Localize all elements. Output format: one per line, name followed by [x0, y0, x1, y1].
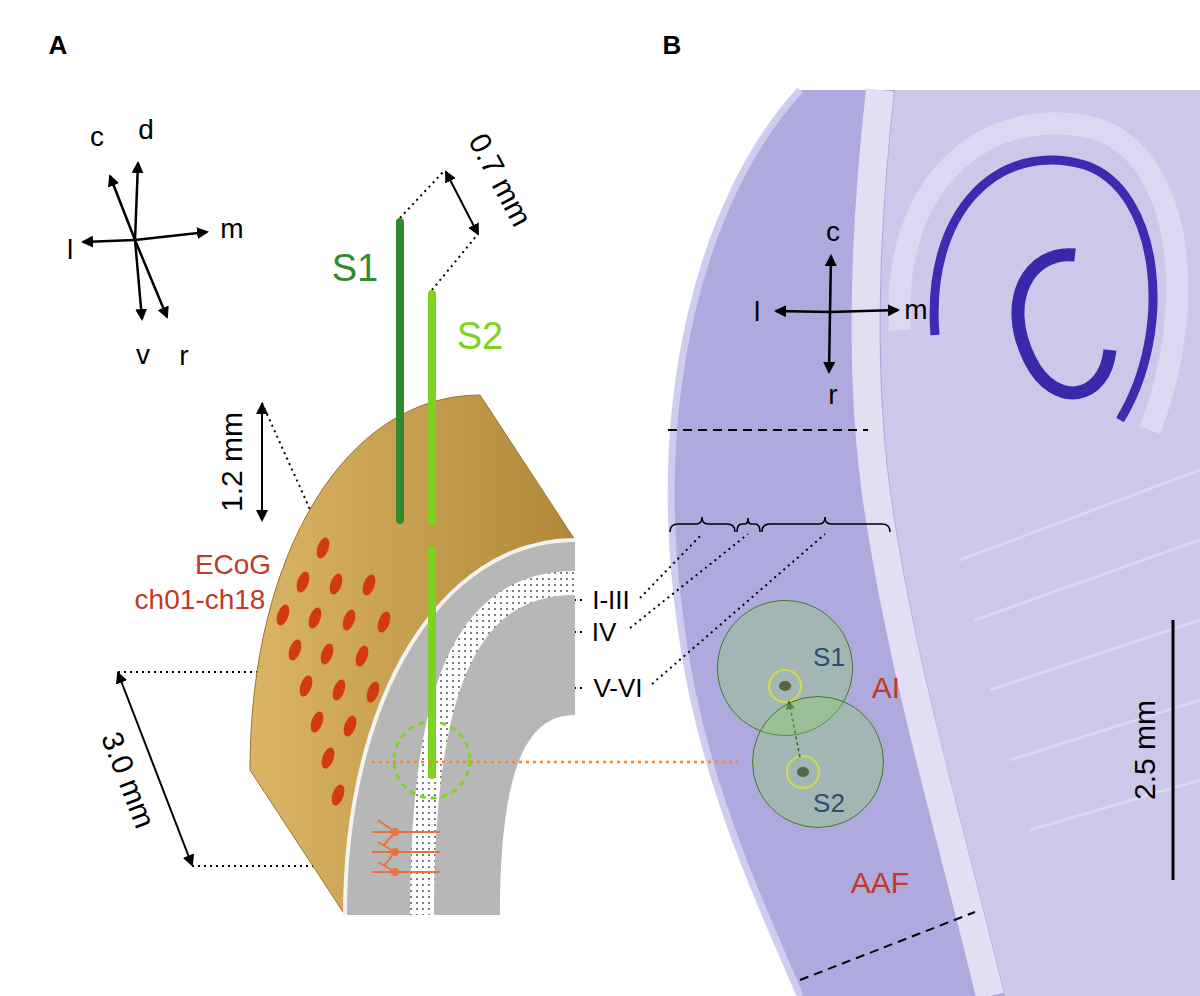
- dimension-leader: [640, 534, 702, 598]
- orientation-arrows: [110, 176, 135, 240]
- correspondence-line: [372, 761, 738, 764]
- probe-name: S1: [332, 249, 378, 287]
- neuron-sketch: [372, 820, 440, 875]
- area-label: AI: [872, 673, 900, 703]
- orientation-letter: r: [828, 381, 837, 409]
- ecog-electrode: [274, 603, 292, 627]
- orientation-letter: r: [179, 342, 188, 370]
- dimension-label: 0.7 mm: [463, 129, 536, 231]
- orientation-letter: v: [136, 341, 150, 369]
- layer-label: V-VI: [593, 675, 642, 701]
- orientation-arrows: [830, 310, 898, 312]
- ecog-electrode: [330, 678, 348, 702]
- layer-brace: [737, 518, 760, 532]
- neuron-sketch: [392, 869, 398, 875]
- ecog-electrode: [314, 536, 332, 560]
- orientation-letter: l: [67, 236, 73, 264]
- ecog-electrode: [360, 573, 378, 597]
- cortex-cut-face: [345, 540, 575, 915]
- nissl-section: [671, 90, 1200, 996]
- dimension-arrow: [446, 172, 478, 234]
- ecog-electrode: [341, 714, 359, 738]
- panel-letter: A: [49, 32, 68, 58]
- ecog-electrode: [294, 570, 312, 594]
- ecog-electrode: [329, 783, 347, 807]
- panel-letter: B: [663, 32, 682, 58]
- nissl-section: [1018, 255, 1110, 393]
- orientation-letter: m: [904, 296, 927, 324]
- ecog-electrode: [319, 746, 337, 770]
- dimension-arrow: [261, 404, 263, 520]
- orientation-arrows: [135, 240, 167, 317]
- layer-brace: [762, 517, 890, 532]
- layer-brace: [670, 517, 735, 532]
- channel-range: ch01-ch18: [135, 586, 266, 614]
- site-name: S1: [813, 644, 845, 670]
- orientation-arrows: [135, 232, 207, 240]
- neuron-sketch: [378, 820, 395, 872]
- orientation-arrows: [776, 256, 898, 372]
- ecog-electrode: [340, 608, 358, 632]
- neuron-sketch: [392, 849, 398, 855]
- array-name: ECoG: [195, 551, 271, 579]
- dimension-leader: [118, 624, 280, 672]
- layer-label: I-III: [592, 587, 630, 613]
- ecog-electrode: [327, 572, 345, 596]
- orientation-letter: l: [754, 298, 760, 326]
- site-name: S2: [813, 790, 845, 816]
- neuron-sketch: [372, 832, 440, 872]
- recording-zone: [394, 722, 470, 798]
- area-border: [668, 430, 975, 980]
- nissl-section: [881, 90, 1200, 996]
- ecog-electrode: [286, 638, 304, 662]
- nissl-section: [671, 90, 800, 996]
- orientation-letter: d: [138, 116, 154, 144]
- orientation-letter: c: [826, 218, 840, 246]
- probe-s2: [428, 550, 436, 775]
- probe-name: S2: [457, 317, 503, 355]
- layer-iv-band: [422, 583, 575, 915]
- probe-s1: [396, 222, 404, 520]
- ecog-electrode: [306, 606, 324, 630]
- orientation-arrows: [83, 240, 135, 242]
- layer-label: IV: [592, 619, 617, 645]
- neuron-sketch: [392, 829, 398, 835]
- area-border: [800, 912, 975, 980]
- ecog-electrode: [375, 610, 393, 634]
- scale-label: 2.5 mm: [1130, 700, 1160, 800]
- dimension-label: 3.0 mm: [96, 728, 160, 832]
- dimension-leader: [400, 170, 445, 218]
- layer-brace: [670, 517, 890, 532]
- nissl-section: [960, 470, 1200, 830]
- orientation-arrows: [830, 256, 831, 312]
- ecog-electrode: [297, 674, 315, 698]
- cortical-surface: [250, 395, 575, 915]
- area-label: AAF: [851, 868, 909, 898]
- dimension-label: 1.2 mm: [217, 412, 247, 512]
- dimension-leader: [432, 234, 478, 290]
- nissl-section: [899, 123, 1177, 430]
- ecog-electrode: [318, 642, 336, 666]
- orientation-arrows: [83, 163, 207, 319]
- cortex-edge: [345, 540, 575, 915]
- dimension-leader: [630, 534, 748, 628]
- orientation-letter: m: [220, 215, 243, 243]
- ecog-electrode: [308, 710, 326, 734]
- ecog-electrode: [353, 644, 371, 668]
- nissl-section: [866, 90, 990, 996]
- recording-area-circle: S2: [752, 696, 884, 828]
- orientation-arrows: [776, 311, 830, 312]
- area-border: [668, 429, 868, 431]
- orientation-arrows: [829, 312, 830, 372]
- ecog-electrode: [364, 680, 382, 704]
- orientation-arrows: [135, 163, 138, 240]
- nissl-section: [671, 90, 1200, 996]
- nissl-section: [934, 160, 1153, 420]
- orientation-letter: c: [90, 123, 104, 151]
- scale-bar: [1172, 620, 1175, 880]
- probe-s2: [428, 294, 436, 522]
